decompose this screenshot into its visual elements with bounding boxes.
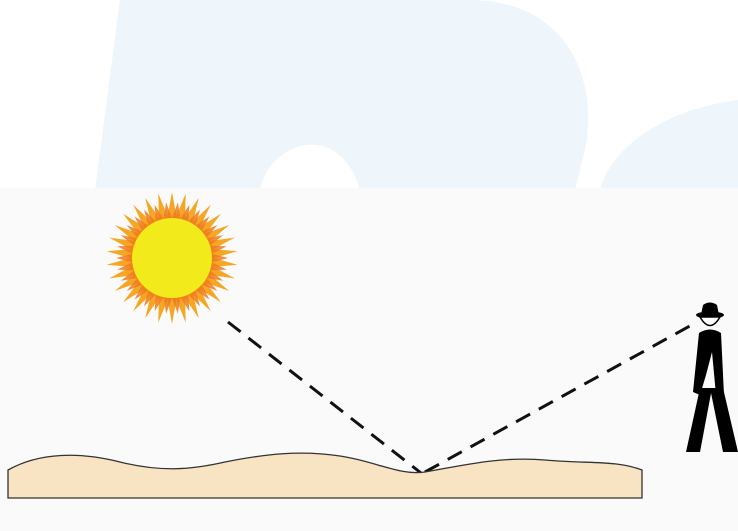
sun-core	[132, 218, 212, 298]
sun-icon	[106, 192, 238, 324]
watermark	[95, 0, 738, 190]
person-icon	[686, 302, 738, 452]
sand-dune	[7, 452, 643, 499]
light-ray-incident	[227, 320, 422, 475]
